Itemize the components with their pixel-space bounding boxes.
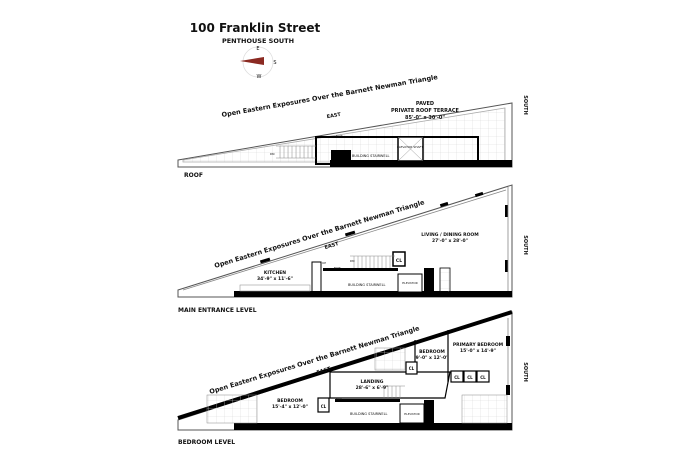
closet-label: CL	[409, 366, 415, 371]
closets: CL CL CL	[450, 370, 490, 383]
bedroom-level: CL CL CL CL CL ELEVATOR BUILDING STAIRWE…	[177, 310, 528, 446]
exit-label: EXIT	[336, 134, 343, 138]
level-label: MAIN ENTRANCE LEVEL	[178, 307, 257, 314]
main-entrance-level: CL ELEVATOR BUILDING STAIRWELL EXIT DN U…	[177, 184, 528, 314]
stairwell-label: BUILDING STAIRWELL	[350, 412, 388, 416]
exit-label: EXIT	[336, 397, 343, 401]
closet-label: CL	[454, 375, 460, 380]
up-label: UP	[322, 261, 326, 265]
level-label: ROOF	[184, 172, 203, 179]
compass-icon: E S W	[240, 46, 277, 80]
room-name: LANDING	[361, 379, 384, 385]
stairwell-label: BUILDING STAIRWELL	[352, 154, 390, 158]
south-label: SOUTH	[522, 95, 528, 115]
stairwell-label: BUILDING STAIRWELL	[348, 283, 386, 287]
compass-south: S	[273, 60, 276, 66]
east-label: EAST	[326, 112, 342, 120]
room-name: KITCHEN	[264, 270, 286, 276]
stairs	[382, 385, 405, 398]
exit-label: EXIT	[334, 266, 341, 270]
room-dims: 9'-0" x 12'-0"	[416, 355, 449, 361]
elevator-label: ELEVATOR SHAFT	[397, 145, 423, 149]
elevator-label: ELEVATOR	[402, 281, 417, 285]
room-name: BEDROOM	[419, 349, 445, 355]
stairs	[350, 255, 395, 268]
room-dims: 34'-9" x 11'-6"	[257, 276, 293, 282]
stairs	[276, 145, 316, 159]
closet-label: CL	[321, 404, 327, 409]
east-label: EAST	[324, 241, 340, 251]
compass-east: E	[256, 46, 259, 52]
south-label: SOUTH	[522, 235, 528, 255]
level-label: BEDROOM LEVEL	[178, 439, 235, 446]
dn-label: DN	[350, 259, 355, 263]
dn-label: DN	[270, 152, 275, 156]
page-subtitle: PENTHOUSE SOUTH	[222, 37, 294, 45]
closet-label: CL	[480, 375, 486, 380]
page-title: 100 Franklin Street	[190, 21, 321, 35]
room-name: LIVING / DINING ROOM	[421, 232, 479, 238]
east-label: EAST	[316, 366, 332, 376]
room-dims: 28'-6" x 6'-9"	[356, 385, 389, 391]
closet-label: CL	[396, 258, 402, 264]
roof-level: BUILDING STAIRWELL ELEVATOR SHAFT EXIT D…	[177, 73, 528, 179]
room-name: PAVED	[416, 101, 434, 107]
room-dims: 85'-0" x 30'-0"	[405, 115, 445, 121]
compass-west: W	[257, 74, 262, 80]
room-dims: 15'-0" x 14'-9"	[460, 348, 496, 354]
room-dims: 15'-4" x 12'-0"	[272, 404, 308, 410]
closet-label: CL	[467, 375, 473, 380]
room-subname: PRIVATE ROOF TERRACE	[391, 108, 460, 114]
south-label: SOUTH	[522, 362, 528, 382]
elevator-label: ELEVATOR	[404, 412, 419, 416]
room-name: BEDROOM	[277, 398, 303, 404]
room-name: PRIMARY BEDROOM	[453, 342, 504, 348]
room-dims: 27'-0" x 28'-0"	[432, 238, 468, 244]
